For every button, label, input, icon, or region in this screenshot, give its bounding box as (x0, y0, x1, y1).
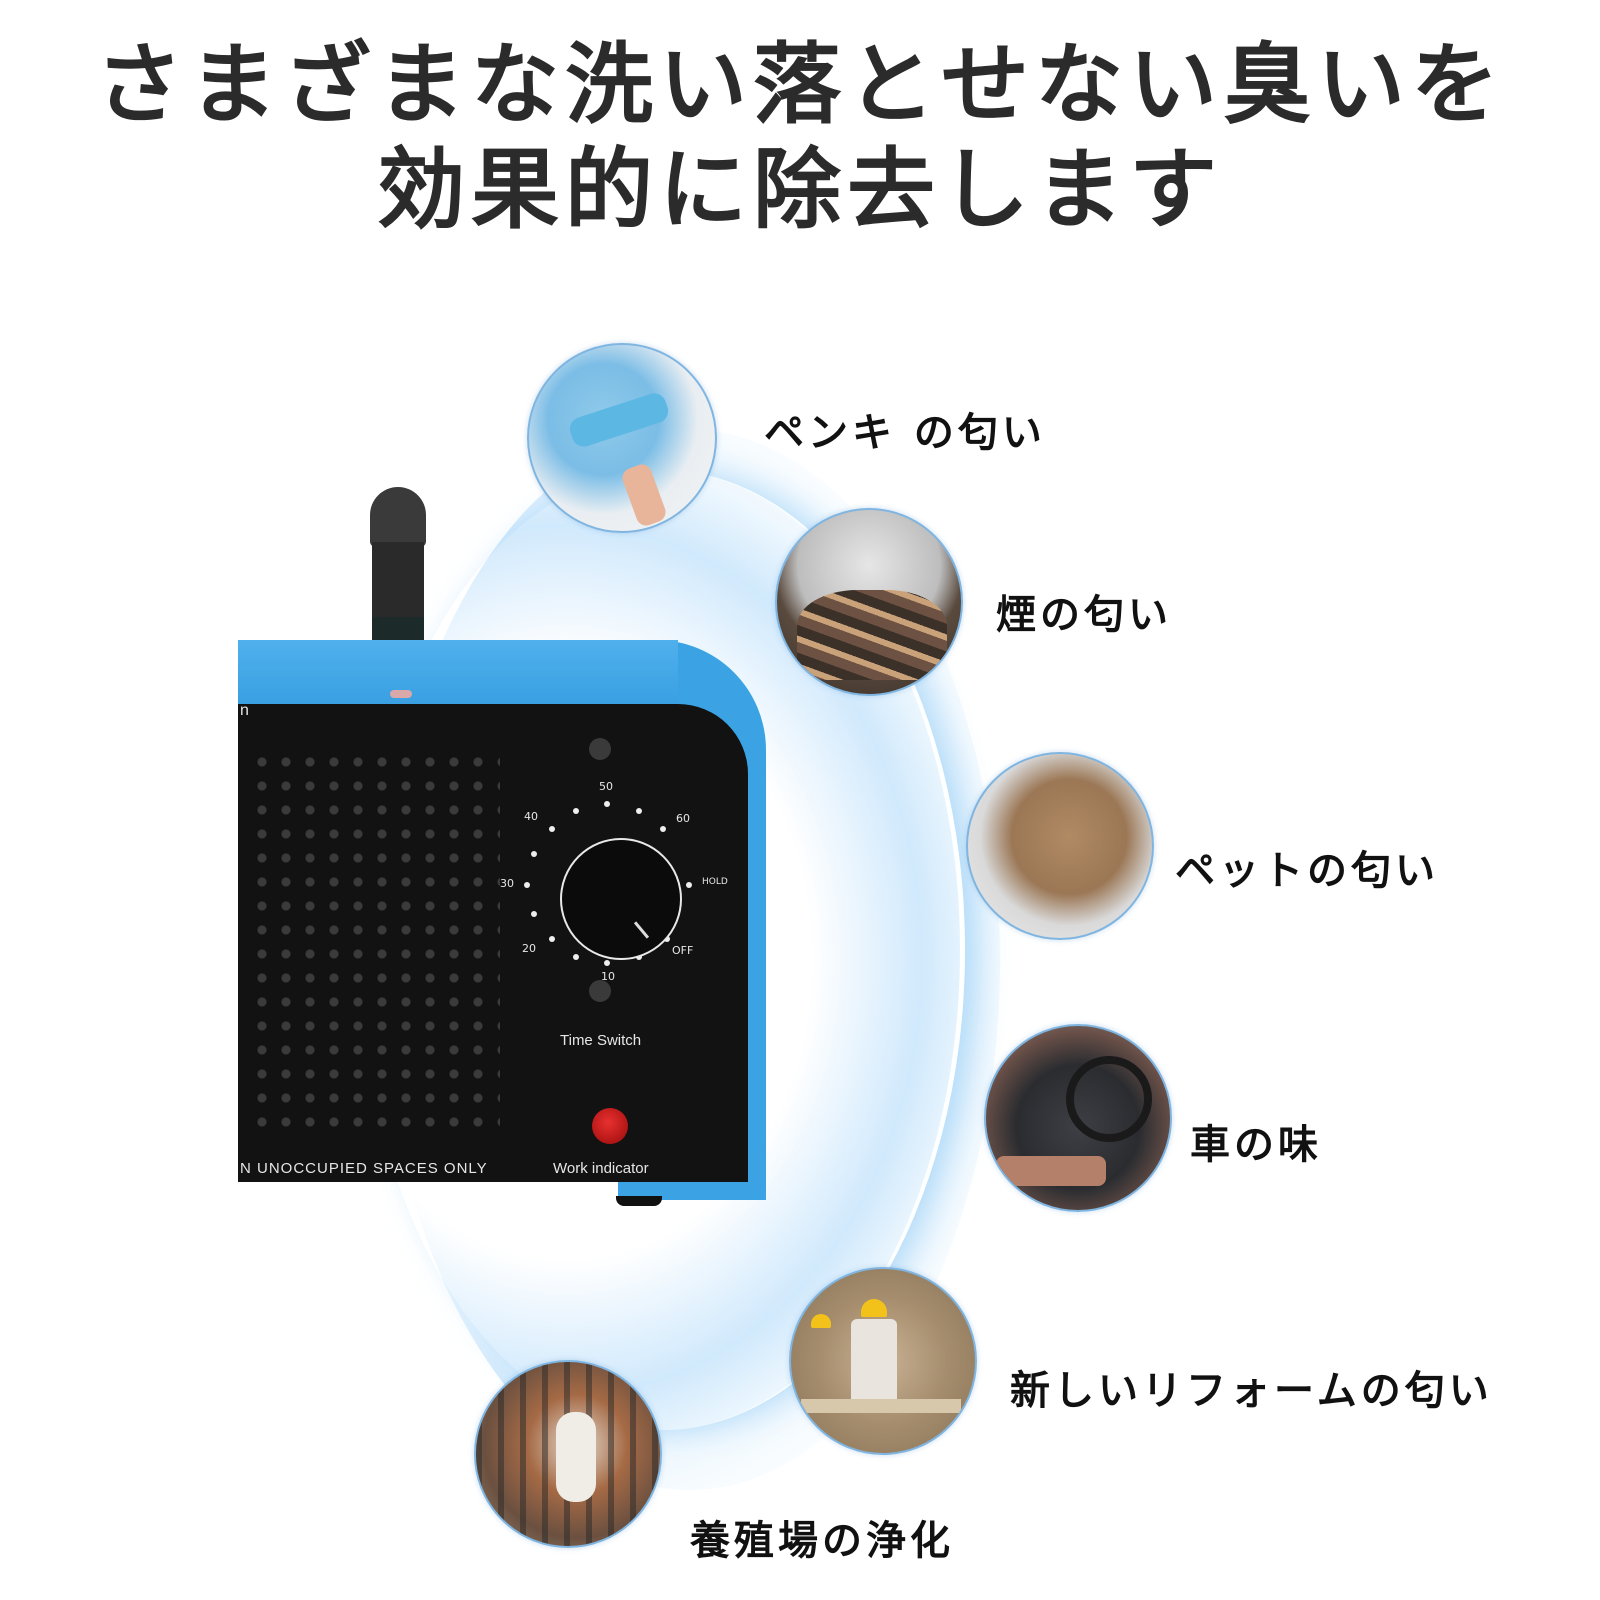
vent-grille (250, 750, 500, 1130)
dial-label-20: 20 (522, 942, 536, 955)
dial-label-60: 60 (676, 812, 690, 825)
dog-photo (966, 752, 1154, 940)
handle-screw-icon (390, 690, 412, 698)
dial-label-40: 40 (524, 810, 538, 823)
cow-farm-photo (474, 1360, 662, 1548)
construction-workers-photo (789, 1267, 977, 1455)
item-label-farm: 養殖場の浄化 (690, 1517, 954, 1564)
headline-line-2: 効果的に除去します (376, 138, 1223, 241)
dial-label-off: OFF (672, 944, 694, 957)
timer-knob[interactable] (560, 838, 682, 960)
ozone-generator-device (238, 640, 766, 1200)
device-foot (616, 1196, 662, 1206)
item-label-renovation: 新しいリフォームの匂い (1010, 1367, 1493, 1414)
work-indicator-light (592, 1108, 628, 1144)
warning-text: N UNOCCUPIED SPACES ONLY (240, 1160, 488, 1177)
work-indicator-caption: Work indicator (553, 1160, 649, 1177)
ashtray-cigarettes-photo (775, 508, 963, 696)
item-label-paint: ペンキ の匂い (764, 409, 1046, 456)
headline-line-1: さまざまな洗い落とせない臭いを (94, 33, 1505, 136)
screw-icon (589, 738, 611, 760)
paint-roller-photo (527, 343, 717, 533)
dial-label-hold: HOLD (702, 877, 728, 887)
dial-label-10: 10 (601, 970, 615, 983)
panel-corner-text: n (240, 702, 249, 719)
item-label-smoke: 煙の匂い (996, 591, 1172, 638)
item-label-car: 車の味 (1190, 1121, 1322, 1168)
screw-icon (589, 980, 611, 1002)
dial-label-30: 30 (500, 877, 514, 890)
dial-label-50: 50 (599, 780, 613, 793)
time-switch-caption: Time Switch (560, 1032, 642, 1049)
item-label-pet: ペットの匂い (1175, 847, 1439, 894)
car-interior-photo (984, 1024, 1172, 1212)
white-arc-line (360, 470, 965, 1430)
